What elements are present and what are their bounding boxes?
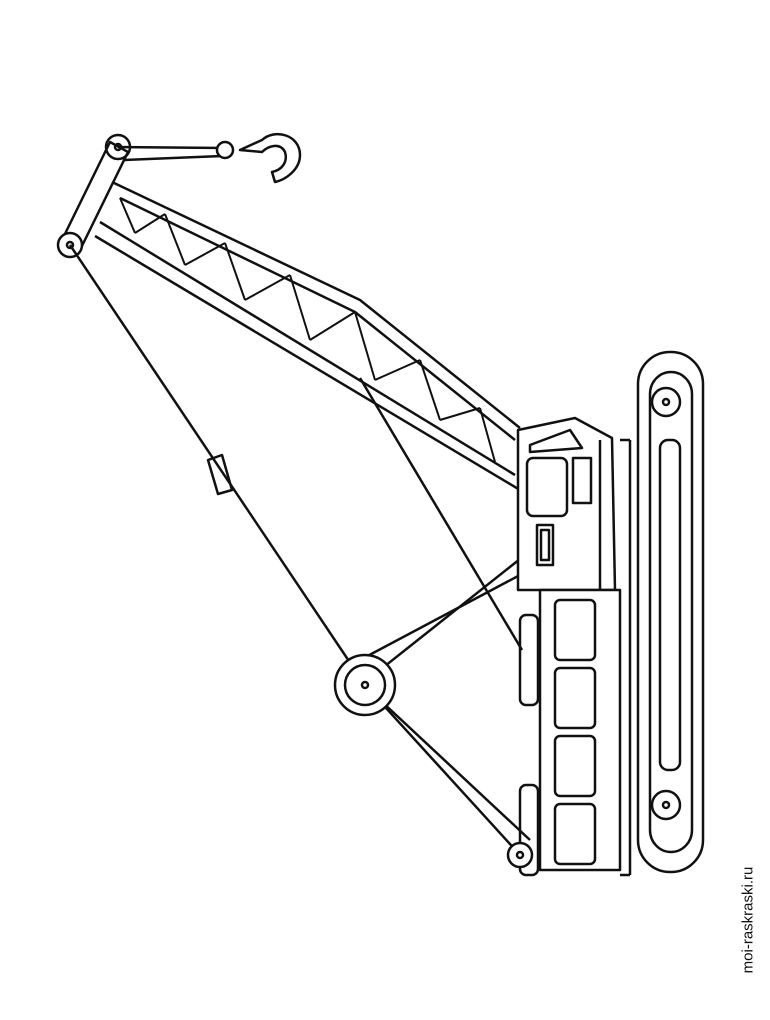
top-pulley [104,133,132,161]
track-wheel [650,789,682,821]
track [636,350,705,874]
base-wheel [506,841,534,869]
cab [516,416,617,592]
watermark: moi-raskraski.ru [739,866,757,974]
boom [94,180,521,492]
hook-pulley [215,140,235,160]
track-wheel [650,386,682,418]
cable [68,244,531,856]
hook-icon [238,132,302,184]
body [518,438,632,877]
